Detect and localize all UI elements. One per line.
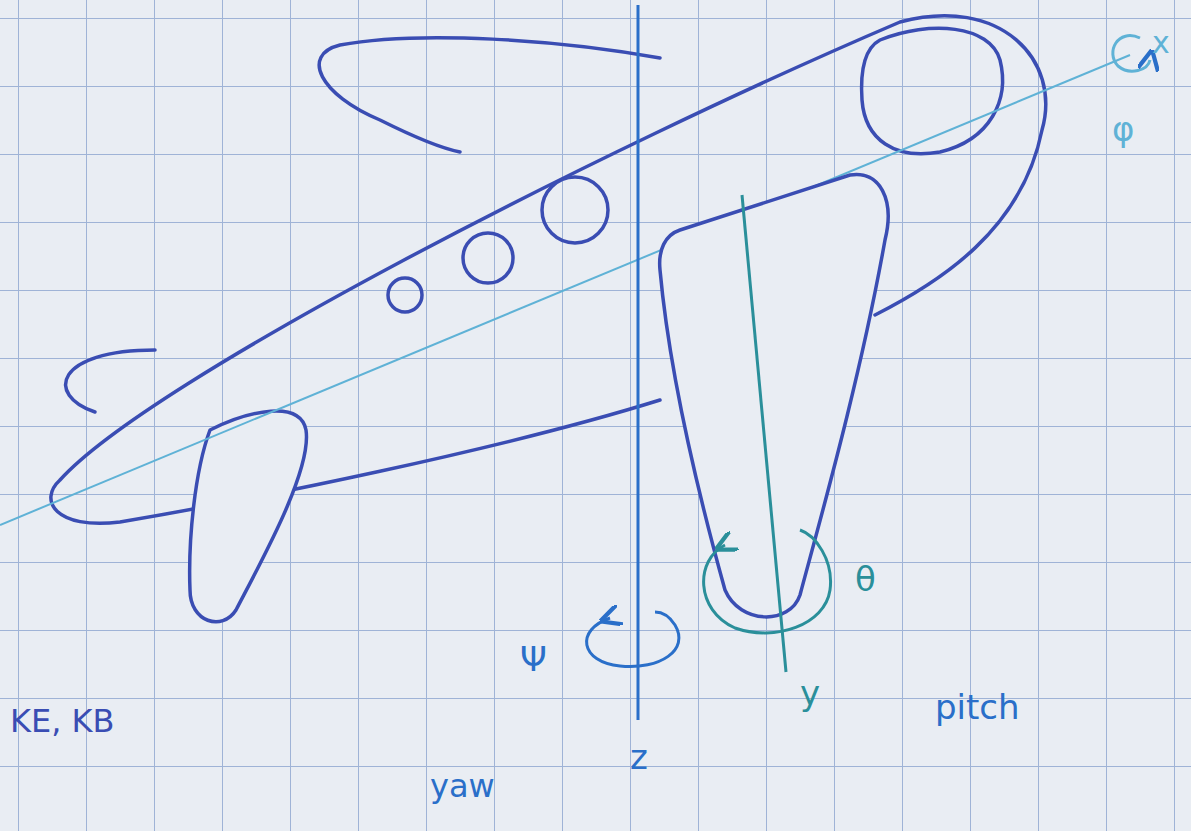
pitch-angle-label: θ — [855, 562, 876, 596]
roll-rotation-arrow — [1113, 36, 1150, 72]
constants-label: KE, KB — [10, 705, 114, 737]
cockpit-window — [862, 28, 1003, 153]
fuselage — [51, 16, 1046, 524]
z-axis — [637, 5, 640, 720]
yaw-rotation-arrow — [587, 612, 679, 667]
axis-label: z — [630, 740, 648, 774]
roll-angle-label: φ — [1112, 112, 1134, 146]
rear-wing — [190, 411, 307, 622]
x-axis — [0, 55, 1130, 525]
pitch-rotation-arrow — [704, 530, 831, 633]
y-axis — [742, 195, 786, 672]
tail-fin — [319, 38, 660, 152]
yaw-label: yaw — [430, 770, 495, 802]
window — [388, 278, 422, 312]
axis-label: x — [1152, 28, 1170, 58]
window — [463, 233, 513, 283]
pitch-label: pitch — [935, 690, 1020, 724]
tail-stabilizer — [66, 350, 155, 412]
axis-label: y — [800, 676, 820, 710]
window — [542, 177, 608, 243]
yaw-angle-label: Ψ — [520, 642, 547, 676]
